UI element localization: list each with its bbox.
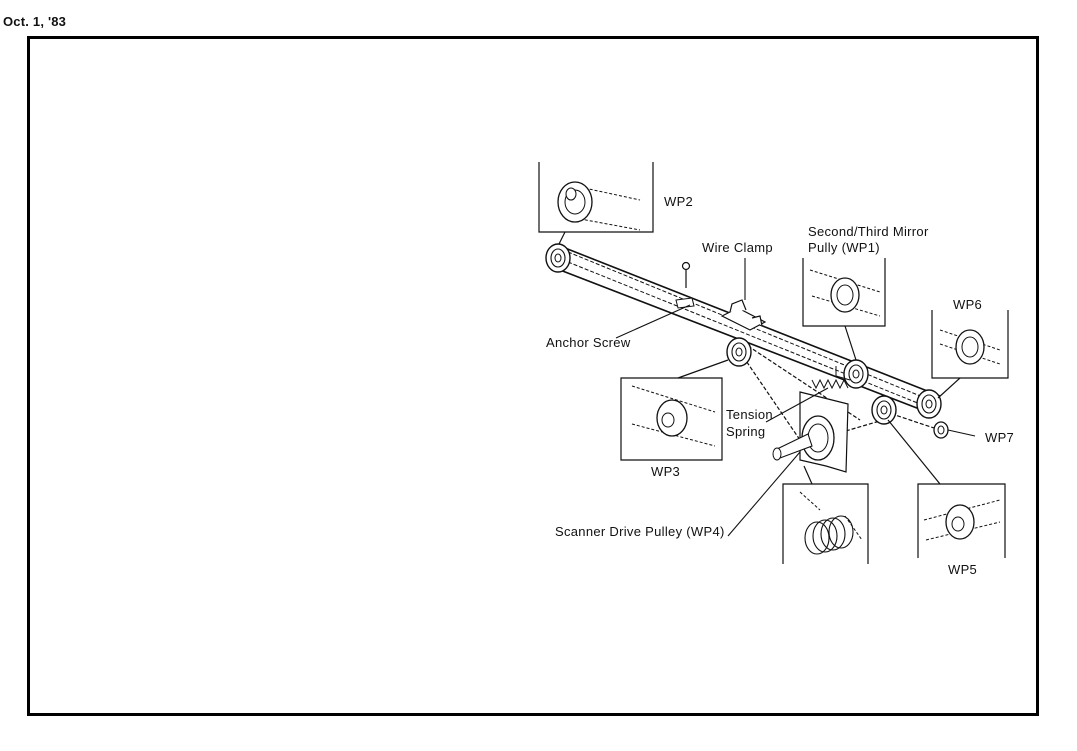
label-tension-line1: Tension [726,407,773,422]
pulley-wp7 [934,422,948,438]
label-wp3: WP3 [651,464,680,479]
label-wire-clamp: Wire Clamp [702,240,773,255]
detail-box-wp3 [621,360,728,460]
scanner-drive-assembly [773,392,848,472]
detail-box-wp4 [783,466,868,564]
detail-box-wp2 [539,162,653,246]
label-wp2: WP2 [664,194,693,209]
label-wp7: WP7 [985,430,1014,445]
pulley-wp6 [917,390,941,418]
label-wp5: WP5 [948,562,977,577]
label-wp6: WP6 [953,297,982,312]
pulley-wp5 [872,396,896,424]
label-mirror-line2: Pully (WP1) [808,240,880,255]
pulley-wp1 [844,360,868,388]
wire-clamp [722,300,765,330]
pulley-wp2 [546,244,570,272]
detail-box-wp6 [932,310,1008,398]
label-scanner-drive: Scanner Drive Pulley (WP4) [555,524,725,539]
anchor-screw [676,263,694,309]
detail-box-wp1 [803,258,885,360]
label-mirror-line1: Second/Third Mirror [808,224,929,239]
label-tension-line2: Spring [726,424,765,439]
label-anchor-screw: Anchor Screw [546,335,631,350]
pulley-wp3 [727,338,751,366]
